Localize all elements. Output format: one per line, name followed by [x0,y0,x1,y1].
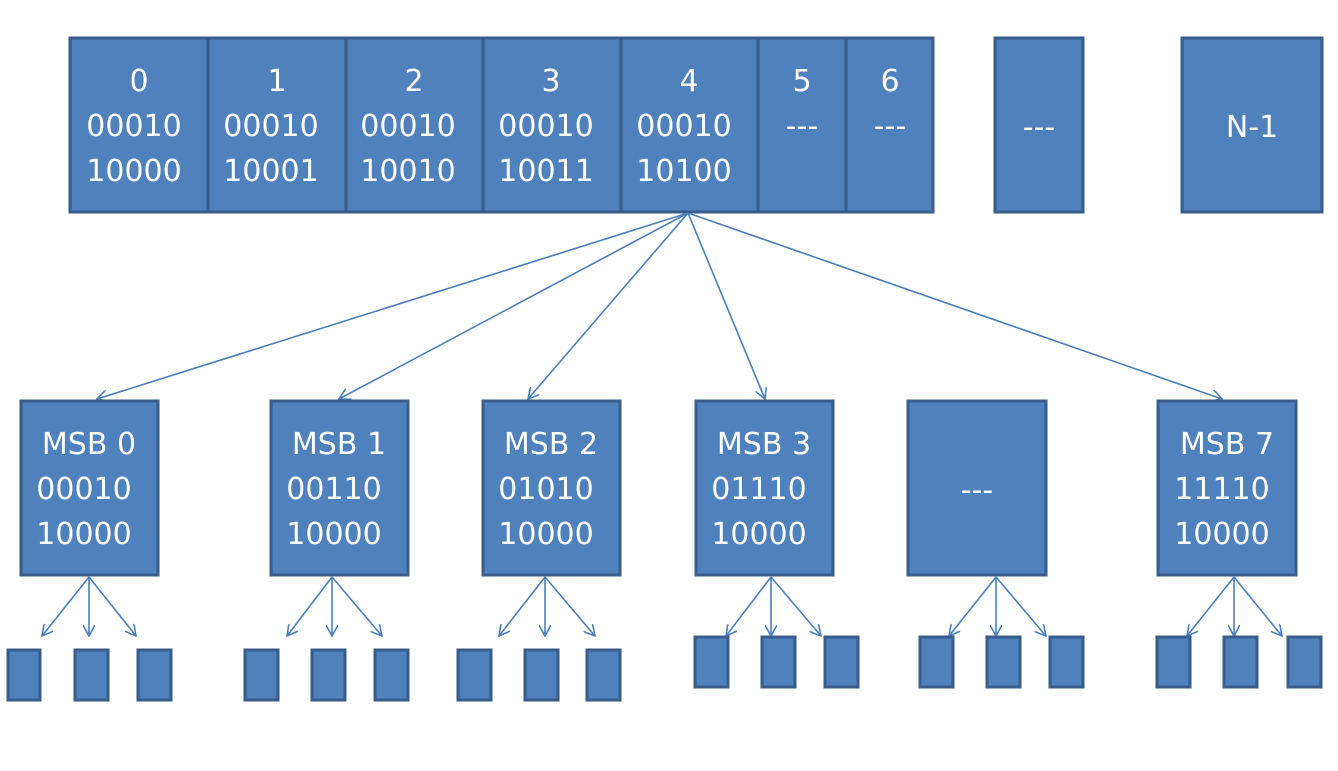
leaf-box [373,648,410,702]
leaf-arrow [287,576,333,636]
leaf-box [310,648,347,702]
cell-index: 6 [880,64,899,99]
cell-index: 0 [129,64,148,99]
cell-low-bits: 10100 [636,154,731,189]
leaf-arrow [42,576,90,636]
leaf-arrow [88,576,136,636]
leaf-box [918,635,955,689]
msb-box-2: MSB 2 01010 10000 [481,399,622,577]
msb-box-3: MSB 3 01110 10000 [694,399,835,577]
array-cell-1: 1 00010 10001 [206,36,348,214]
leaf-arrow [544,576,595,636]
leaf-arrow [1187,576,1235,636]
leaf-box [243,648,280,702]
leaf-arrow [499,576,546,636]
cell-low-bits: 10011 [498,154,593,189]
msb-box-ellipsis: --- [906,399,1048,577]
leaf-arrows [42,576,1282,636]
cell-high-bits: 00010 [636,109,731,144]
cell-placeholder: --- [874,109,906,144]
msb-box-1: MSB 1 00110 10000 [269,399,410,577]
msb-high-bits: 00110 [286,472,381,507]
cell-low-bits: 10010 [360,154,455,189]
leaf-box [523,648,560,702]
msb-high-bits: 01110 [711,472,806,507]
last-cell-label: N-1 [1226,110,1278,145]
array-cell-4: 4 00010 10100 [619,36,760,214]
arrow-to-msb-2 [528,212,689,399]
msb-title: MSB 3 [717,427,811,462]
leaf-box [1222,635,1259,689]
leaf-box [985,635,1022,689]
fanout-arrows [97,212,1222,399]
msb-high-bits: 01010 [498,472,593,507]
msb-low-bits: 10000 [286,517,381,552]
array-cell-last: N-1 [1180,36,1324,214]
leaf-box [823,635,860,689]
leaf-arrow [726,576,772,636]
cell-index: 2 [404,64,423,99]
array-cell-5: 5 --- [756,36,848,214]
leaf-box [456,648,493,702]
msb-title: MSB 0 [42,427,136,462]
top-array: 0 00010 10000 1 00010 10001 2 00010 1001… [68,36,1324,214]
leaf-box [1155,635,1192,689]
array-cell-0: 0 00010 10000 [68,36,210,214]
ellipsis-label: --- [1023,110,1055,145]
leaf-arrow [331,576,382,636]
cell-placeholder: --- [786,109,818,144]
msb-low-bits: 10000 [711,517,806,552]
msb-title: MSB 2 [504,427,598,462]
arrow-to-msb-1 [339,212,689,399]
cell-high-bits: 00010 [86,109,181,144]
msb-ellipsis-label: --- [961,473,993,508]
msb-row: MSB 0 00010 10000 MSB 1 00110 10000 MSB … [19,399,1298,577]
leaf-arrow [995,576,1046,636]
leaf-box [1048,635,1085,689]
leaf-box [585,648,622,702]
cell-high-bits: 00010 [223,109,318,144]
arrow-to-msb-3 [687,212,765,399]
leaf-box [73,648,110,702]
leaf-box [693,635,730,689]
leaf-arrow [1233,576,1282,636]
cell-index: 1 [267,64,286,99]
leaf-box [136,648,173,702]
cell-index: 5 [792,64,811,99]
msb-low-bits: 10000 [498,517,593,552]
cell-low-bits: 10000 [86,154,181,189]
leaf-boxes [6,635,1323,702]
leaf-arrow [949,576,997,636]
leaf-box [6,648,42,702]
cell-index: 3 [541,64,560,99]
msb-title: MSB 1 [292,427,386,462]
leaf-box [760,635,797,689]
msb-high-bits: 00010 [36,472,131,507]
leaf-arrow [770,576,821,636]
cell-high-bits: 00010 [498,109,593,144]
arrow-to-msb-0 [97,212,689,399]
cell-index: 4 [679,64,698,99]
array-cell-3: 3 00010 10011 [481,36,623,214]
msb-low-bits: 10000 [1174,517,1269,552]
msb-box-7: MSB 7 11110 10000 [1156,399,1298,577]
cell-high-bits: 00010 [360,109,455,144]
msb-high-bits: 11110 [1174,472,1269,507]
cell-low-bits: 10001 [223,154,318,189]
msb-low-bits: 10000 [36,517,131,552]
leaf-box [1286,635,1323,689]
msb-title: MSB 7 [1180,427,1274,462]
array-cell-6: 6 --- [844,36,935,214]
array-cell-ellipsis: --- [993,36,1085,214]
arrow-to-msb-7 [687,212,1222,399]
array-cell-2: 2 00010 10010 [344,36,485,214]
msb-box-0: MSB 0 00010 10000 [19,399,160,577]
